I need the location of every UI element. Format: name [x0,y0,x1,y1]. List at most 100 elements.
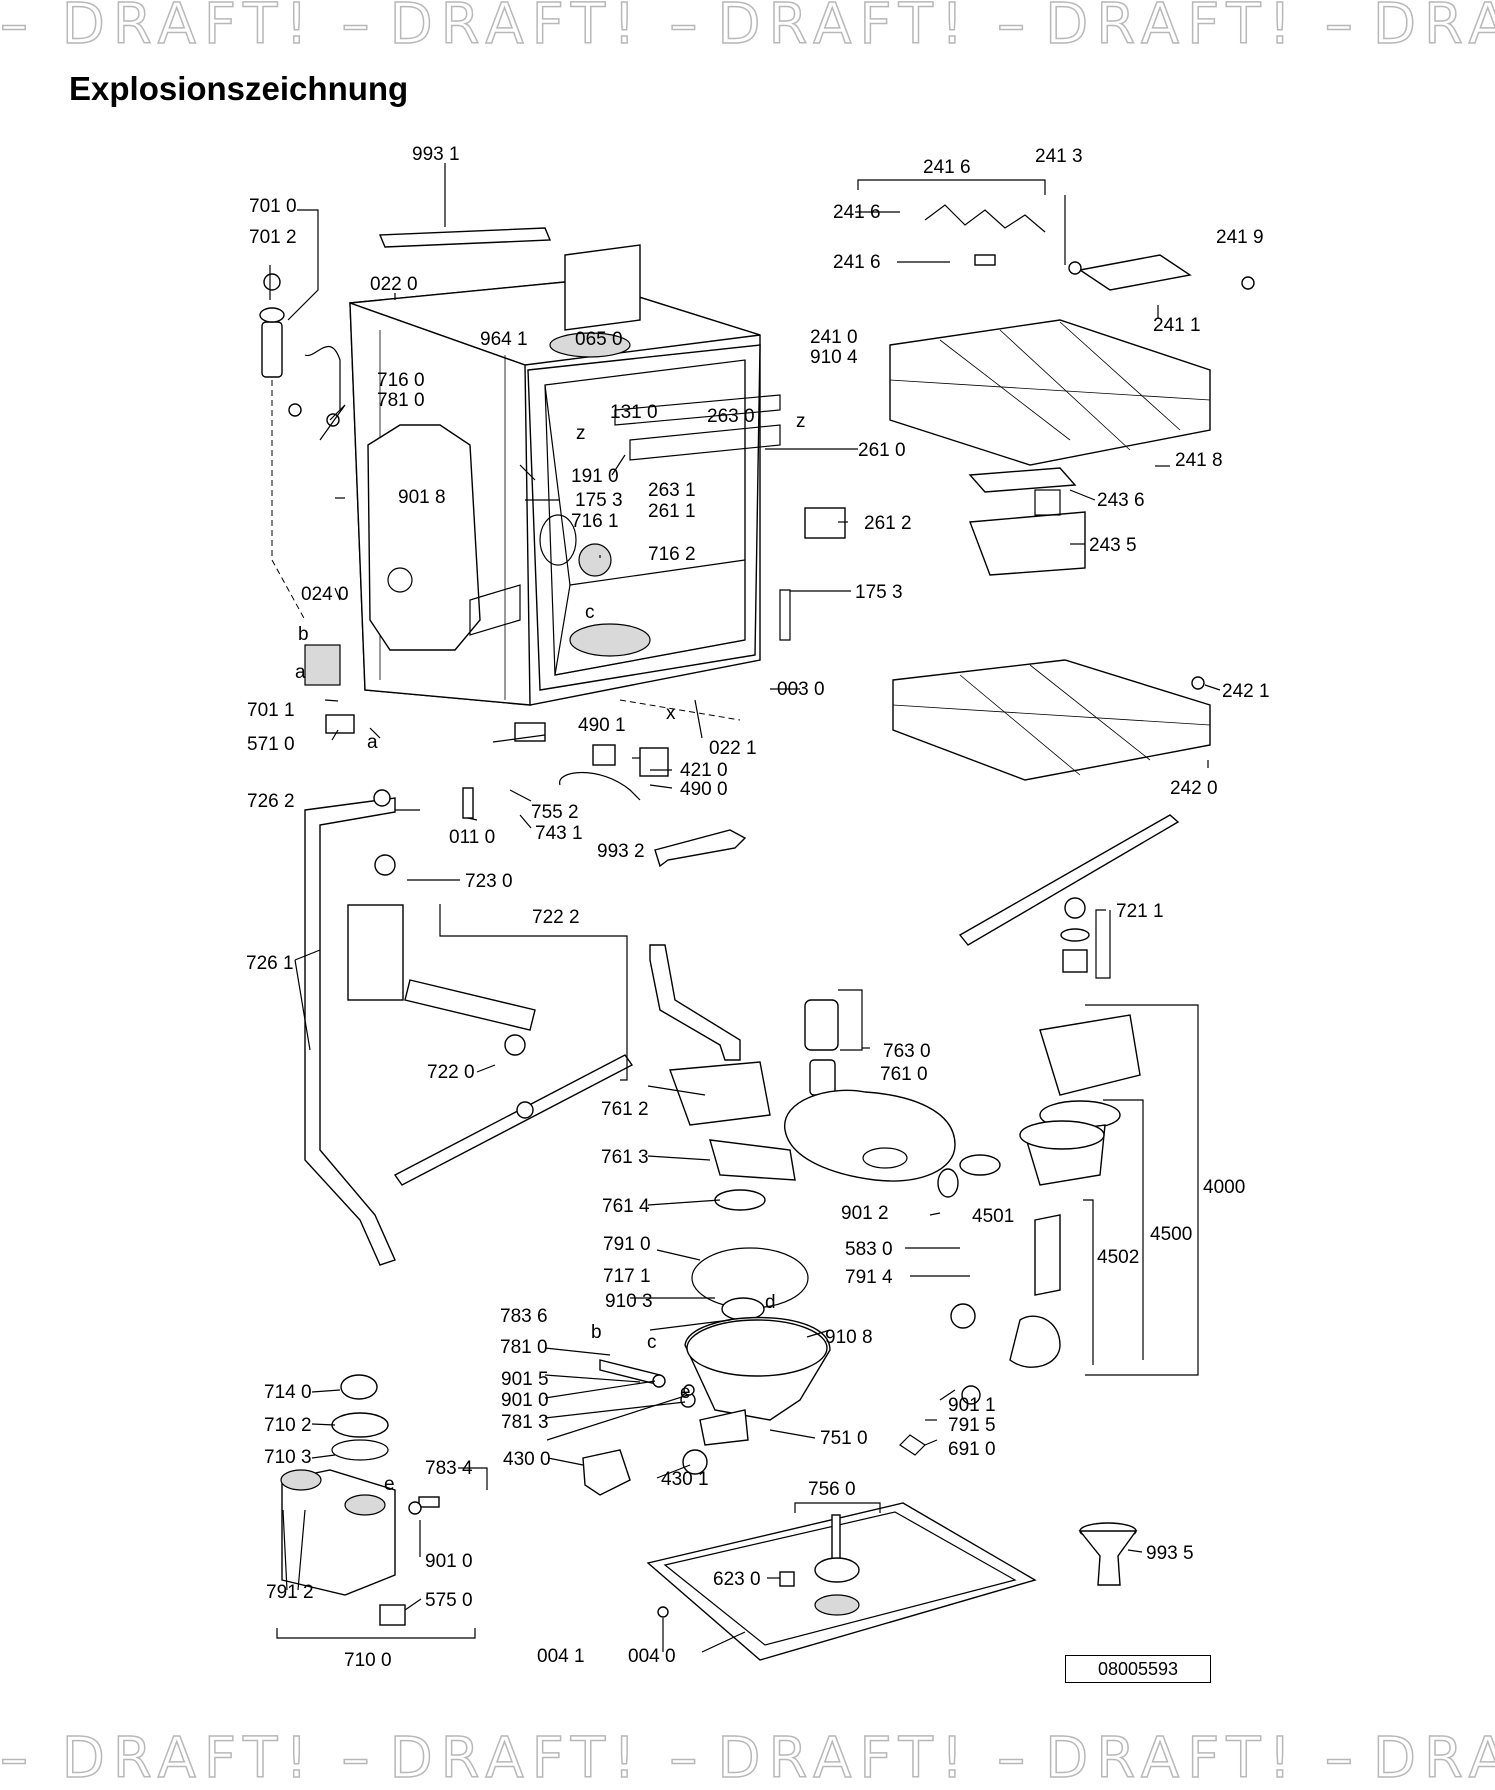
part-label: 261 2 [864,513,912,534]
part-label: 571 0 [247,734,295,755]
part-label: 910 3 [605,1291,653,1312]
water-softener [280,1374,440,1626]
filter-assembly [784,999,956,1182]
document-number: 08005593 [1065,1655,1211,1683]
watermark-text: DRAFT! – [717,0,1034,56]
part-label: 993 2 [597,841,645,862]
part-label: 763 0 [883,1041,931,1062]
part-label: 490 0 [680,779,728,800]
hose-assembly-left [259,273,355,734]
detail-letter: a [367,732,378,753]
watermark-text: DRAFT! – [1044,0,1361,56]
part-label: 901 2 [841,1203,889,1224]
part-label: 421 0 [680,760,728,781]
part-label: 691 0 [948,1439,996,1460]
part-label: 993 1 [412,144,460,165]
part-label: 783 6 [500,1306,548,1327]
part-label: 241 6 [923,157,971,178]
part-label: 964 1 [480,329,528,350]
sump-pump-group [937,1014,1141,1405]
part-label: 701 2 [249,227,297,248]
detail-letter: z [796,411,806,432]
detail-letter: a [295,662,306,683]
part-label: 583 0 [845,1239,893,1260]
part-label: 761 0 [880,1064,928,1085]
part-label: 004 0 [628,1646,676,1667]
part-label: 993 5 [1146,1543,1194,1564]
detail-letter: d [765,1292,776,1313]
part-label: 716 0 [377,370,425,391]
draft-watermark-bottom: – DRAFT! –DRAFT! –DRAFT! –DRAFT! –DRAFT!… [0,1728,1495,1790]
part-label: 781 0 [500,1337,548,1358]
part-label: 241 6 [833,202,881,223]
part-label: 175 3 [855,582,903,603]
part-label: 781 0 [377,390,425,411]
part-label: 717 1 [603,1266,651,1287]
part-label: 751 0 [820,1428,868,1449]
upper-basket [889,204,1255,466]
part-label: 022 1 [709,738,757,759]
part-label: 131 0 [610,402,658,423]
part-label: 241 6 [833,252,881,273]
watermark-text: DRAFT! – [1372,0,1495,56]
detail-letter: z [576,423,586,444]
part-label: 011 0 [449,827,495,848]
detail-letter: x [666,703,676,724]
part-label: 490 1 [578,715,626,736]
part-number-labels: 993 1 701 0 701 2 022 0 964 1 065 0 716 … [246,144,1270,1671]
part-label: 781 3 [501,1412,549,1433]
part-label: 022 0 [370,274,418,295]
cabinet-frame [349,244,791,721]
part-label: 756 0 [808,1479,856,1500]
part-label: 791 2 [266,1582,314,1603]
part-label: 242 1 [1222,681,1270,702]
part-label: 726 2 [247,791,295,812]
detail-letter: e [680,1382,691,1403]
base-plate [646,1502,1037,1661]
lower-basket [892,659,1211,781]
part-label: 783 4 [425,1458,473,1479]
part-label: 901 0 [501,1390,549,1411]
part-label: 761 3 [601,1147,649,1168]
part-label: 710 3 [264,1447,312,1468]
part-label: 430 1 [661,1469,709,1490]
leader-lines [269,163,1221,1653]
part-label: 241 9 [1216,227,1264,248]
riser-pipe [304,789,634,1266]
part-label: 4000 [1203,1177,1245,1198]
part-label: 901 8 [398,487,446,508]
part-label: 175 3 [575,490,623,511]
part-label: 242 0 [1170,778,1218,799]
part-label: 710 2 [264,1415,312,1436]
part-label: 761 4 [602,1196,650,1217]
page-title: Explosionszeichnung [69,70,409,107]
part-label: 710 0 [344,1650,392,1671]
part-label: 241 1 [1153,315,1201,336]
part-label: 4500 [1150,1224,1192,1245]
part-label: 701 0 [249,196,297,217]
cutlery-basket [804,467,1086,576]
draft-watermark-top: – DRAFT! –DRAFT! –DRAFT! –DRAFT! –DRAFT!… [0,0,1495,56]
part-label: 065 0 [575,329,623,350]
part-label: 761 2 [601,1099,649,1120]
watermark-text: DRAFT! – [389,1728,706,1790]
sump-housing [582,1247,926,1496]
part-label: 791 0 [603,1234,651,1255]
funnel [1078,1522,1138,1586]
detail-letter: b [298,624,309,645]
part-label: 755 2 [531,802,579,823]
part-label: 003 0 [777,679,825,700]
part-label: 4502 [1097,1247,1139,1268]
part-label: 261 0 [858,440,906,461]
part-label: 243 6 [1097,490,1145,511]
detail-letter: b [591,1322,602,1343]
strip-part [378,227,552,248]
watermark-text: DRAFT! – [1044,1728,1361,1790]
part-label: 4501 [972,1206,1014,1227]
part-label: 716 2 [648,544,696,565]
part-label: 243 5 [1089,535,1137,556]
part-label: 263 0 [707,406,755,427]
part-label: 241 3 [1035,146,1083,167]
part-label: 743 1 [535,823,583,844]
detail-letter: c [585,602,595,623]
